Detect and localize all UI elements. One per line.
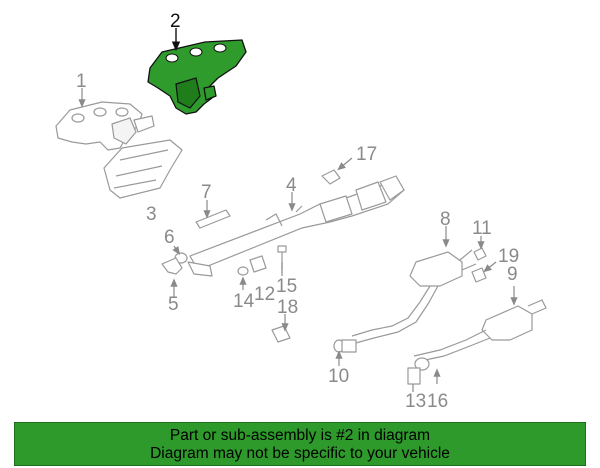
hanger-17[interactable] — [321, 169, 341, 185]
callout-12: 12 — [254, 284, 275, 305]
callout-17: 17 — [356, 144, 377, 165]
clamp-13[interactable] — [407, 367, 421, 385]
callout-2: 2 — [170, 11, 181, 32]
banner-line-1: Part or sub-assembly is #2 in diagram — [169, 427, 431, 444]
flange-clamp[interactable] — [161, 257, 213, 277]
exhaust-manifold[interactable] — [55, 101, 155, 151]
callout-14: 14 — [233, 291, 255, 312]
hanger-19[interactable] — [471, 267, 487, 283]
callout-5: 5 — [168, 294, 179, 315]
callout-19: 19 — [498, 246, 519, 267]
notice-banner: Part or sub-assembly is #2 in diagram Di… — [14, 422, 586, 466]
callout-18: 18 — [277, 297, 298, 318]
callout-3: 3 — [146, 204, 157, 225]
insulator-11[interactable] — [473, 247, 487, 261]
exhaust-manifold-highlighted[interactable] — [147, 39, 247, 115]
callout-15: 15 — [276, 276, 297, 297]
callout-9: 9 — [507, 264, 518, 285]
callout-11: 11 — [472, 218, 492, 239]
banner-line-2: Diagram may not be specific to your vehi… — [150, 445, 450, 462]
callout-10: 10 — [328, 366, 349, 387]
callout-7: 7 — [201, 182, 212, 203]
gasket-10[interactable] — [333, 339, 357, 353]
callout-4: 4 — [286, 175, 297, 196]
nut-14[interactable] — [237, 266, 249, 276]
callout-1: 1 — [76, 71, 87, 92]
callout-16: 16 — [427, 391, 448, 412]
front-pipe[interactable] — [189, 175, 405, 271]
callout-13: 13 — [405, 391, 426, 412]
hanger-bracket-18[interactable] — [271, 325, 291, 343]
clamp-16[interactable] — [414, 357, 430, 371]
exhaust-parts-diagram: 2 1 3 4 7 6 5 — [55, 11, 547, 412]
rear-muffler[interactable] — [413, 299, 547, 363]
heat-shield-bracket[interactable] — [195, 209, 231, 229]
spacer-12[interactable] — [249, 255, 267, 273]
resonator-pipe[interactable] — [351, 249, 477, 345]
heat-shield[interactable] — [103, 139, 183, 199]
callout-6: 6 — [164, 227, 175, 248]
callout-8: 8 — [440, 209, 451, 230]
